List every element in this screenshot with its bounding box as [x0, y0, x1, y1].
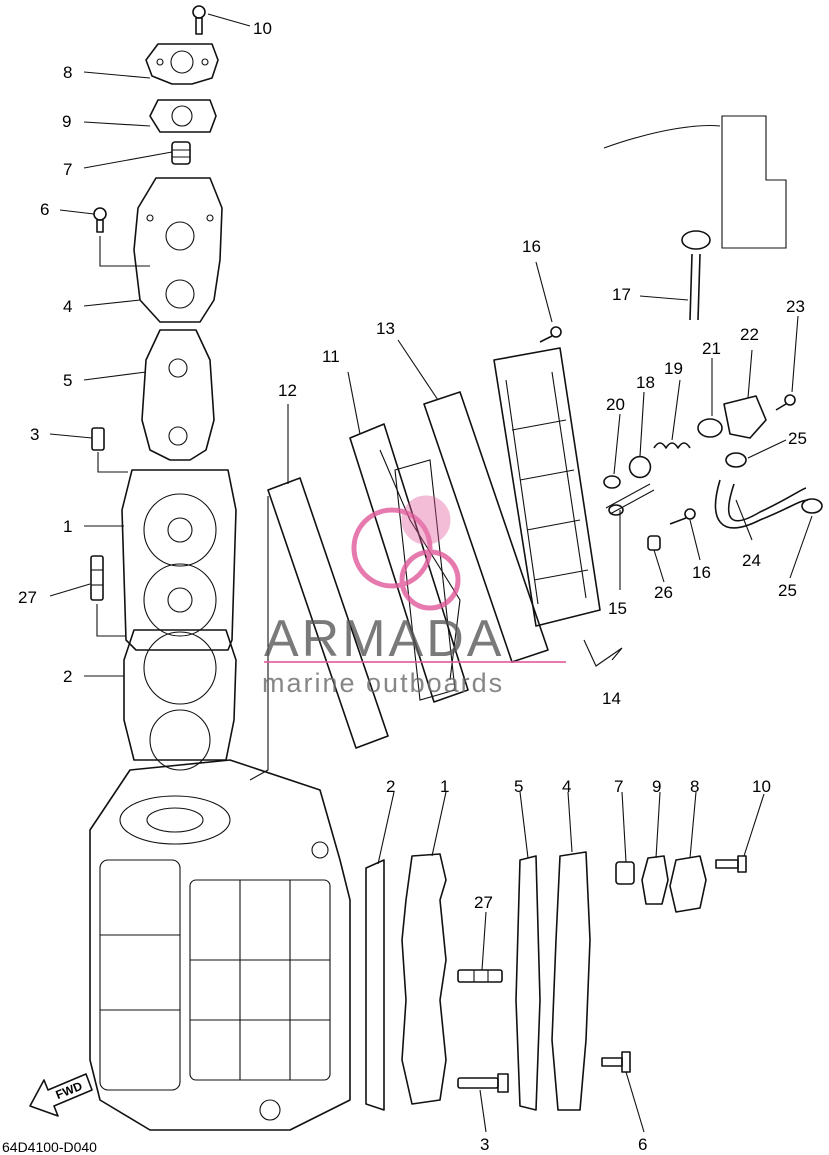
part-20-ring — [603, 475, 621, 489]
callout-bottom-4: 4 — [562, 777, 571, 796]
part-1-cylinder-head — [121, 469, 237, 651]
callout-mid-24: 24 — [742, 551, 761, 570]
callout-mid-25-upper: 25 — [788, 429, 807, 448]
callout-mid-22: 22 — [740, 325, 759, 344]
top-cover-assembly — [90, 5, 237, 771]
oil-tank-outline — [721, 115, 787, 249]
part-16-bolt-top — [539, 326, 562, 343]
bottom-part-7-thermostat — [615, 861, 635, 885]
part-21-gasket — [697, 418, 723, 438]
callout-mid-15: 15 — [608, 599, 627, 618]
bottom-part-5-gasket — [515, 855, 541, 1111]
callout-top-7: 7 — [63, 160, 72, 179]
callout-bottom-5: 5 — [514, 777, 523, 796]
bottom-part-27-spark-plug — [457, 969, 503, 983]
callout-mid-16-right: 16 — [692, 563, 711, 582]
hose-fittings-group — [603, 115, 823, 551]
part-13-gasket — [423, 391, 549, 663]
callout-mid-18: 18 — [636, 373, 655, 392]
watermark-emblem — [351, 495, 461, 611]
bottom-part-8-cover — [669, 855, 707, 913]
callout-mid-17: 17 — [612, 285, 631, 304]
callout-top-4: 4 — [63, 297, 72, 316]
callout-mid-12: 12 — [278, 381, 297, 400]
part-7-thermostat — [171, 141, 191, 165]
part-14-outer-cover — [493, 347, 601, 627]
part-24-hose — [714, 479, 809, 529]
part-25-clamp-lower — [801, 498, 823, 514]
diagram-code: 64D4100-D040 — [2, 1139, 97, 1155]
part-23-screw — [775, 394, 796, 411]
callout-bottom-8: 8 — [690, 777, 699, 796]
bottom-side-view — [365, 851, 747, 1111]
part-6-bolt — [93, 207, 107, 233]
bottom-part-6-bolt — [601, 1051, 631, 1073]
callout-top-5: 5 — [63, 371, 72, 390]
bottom-part-2-gasket — [365, 859, 385, 1111]
callout-bottom-7: 7 — [614, 777, 623, 796]
callout-mid-21: 21 — [702, 339, 721, 358]
callout-top-2: 2 — [63, 667, 72, 686]
callout-bottom-3: 3 — [480, 1135, 489, 1154]
callout-mid-23: 23 — [786, 297, 805, 316]
callout-top-27: 27 — [18, 588, 37, 607]
bottom-part-9-gasket — [641, 855, 669, 905]
callout-mid-26: 26 — [654, 583, 673, 602]
part-25-clamp-upper — [725, 452, 747, 468]
fwd-label: FWD — [54, 1079, 85, 1102]
callout-mid-13: 13 — [376, 319, 395, 338]
callout-mid-25-lower: 25 — [778, 581, 797, 600]
callout-top-1: 1 — [63, 517, 72, 536]
callout-top-8: 8 — [63, 63, 72, 82]
leader-lines — [49, 13, 813, 1133]
watermark-brand: ARMADA — [264, 610, 504, 668]
callout-mid-20: 20 — [606, 395, 625, 414]
callout-bottom-1: 1 — [440, 777, 449, 796]
engine-block — [89, 759, 351, 1131]
part-3-sensor — [91, 427, 105, 451]
callout-mid-11: 11 — [322, 347, 340, 366]
bottom-part-3-sensor — [457, 1073, 509, 1093]
callout-labels: 10 8 9 7 6 4 5 3 1 27 2 12 11 13 16 17 2… — [18, 19, 807, 1154]
callout-bottom-9: 9 — [652, 777, 661, 796]
callout-bottom-6: 6 — [638, 1135, 647, 1154]
callout-top-6: 6 — [40, 200, 49, 219]
part-8-cover — [145, 43, 219, 85]
callout-bottom-2: 2 — [386, 777, 395, 796]
part-19-spring — [653, 442, 691, 449]
callout-bottom-10: 10 — [752, 777, 771, 796]
part-16-bolt-right — [669, 508, 696, 525]
part-27-spark-plug — [90, 555, 104, 601]
part-22-elbow — [723, 395, 767, 439]
callout-bottom-27: 27 — [474, 893, 493, 912]
watermark-logo: ARMADA marine outboards — [262, 495, 566, 698]
callout-mid-14: 14 — [602, 689, 621, 708]
bottom-part-1-head — [401, 853, 447, 1105]
callout-mid-19: 19 — [664, 359, 683, 378]
callout-top-3: 3 — [30, 425, 39, 444]
bottom-part-10-bolt — [715, 855, 747, 873]
fwd-arrow: FWD — [29, 1073, 93, 1117]
part-4-head-cover — [133, 177, 223, 323]
callout-top-10: 10 — [253, 19, 272, 38]
callout-mid-16: 16 — [522, 237, 541, 256]
part-11-inner-plate — [349, 423, 469, 703]
watermark-tagline: marine outboards — [262, 668, 504, 698]
part-5-gasket — [141, 329, 215, 461]
bottom-part-4-cover — [551, 851, 591, 1111]
part-9-gasket — [149, 99, 217, 133]
part-17-pipe — [689, 253, 693, 321]
part-18-grommet — [628, 455, 652, 479]
part-10-bolt — [192, 5, 206, 35]
part-26-cap — [647, 535, 661, 551]
callout-top-9: 9 — [62, 112, 71, 131]
